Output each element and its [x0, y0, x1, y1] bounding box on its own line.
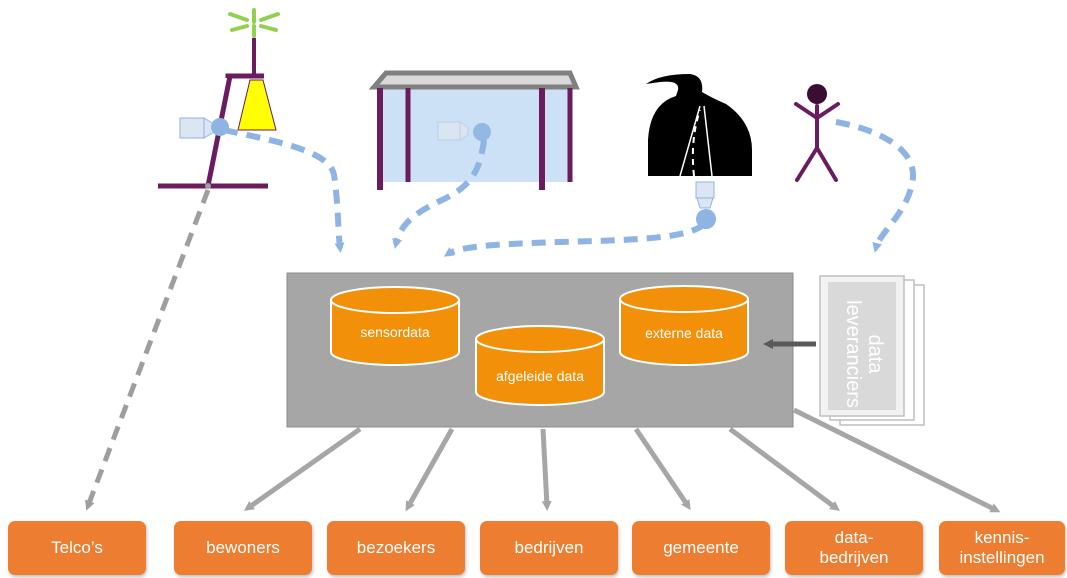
- output-arrows: [243, 407, 1001, 513]
- database-afgeleide-data: [475, 325, 605, 406]
- camera-sensor-icon: [437, 121, 491, 141]
- bus-shelter-icon: [368, 70, 580, 190]
- consumer-kennisinstellingen: kennis- instellingen: [939, 521, 1065, 575]
- road-icon: [646, 74, 752, 229]
- lamppost-icon: [158, 8, 280, 189]
- data-suppliers-stack: [819, 275, 925, 426]
- flow-arrow-person: [835, 119, 917, 253]
- flow-arrow-shelter: [392, 139, 487, 249]
- person-icon: [794, 84, 840, 182]
- arrow-to-bewoners: [243, 426, 362, 511]
- arrow-to-bezoekers: [405, 427, 455, 512]
- flow-arrow-lamppost: [223, 127, 345, 253]
- arrow-to-gemeente: [633, 427, 691, 511]
- camera-sensor-icon: [179, 117, 229, 139]
- arrow-to-bedrijven: [540, 428, 552, 511]
- telco-flow-arrow: [85, 189, 211, 511]
- consumer-bezoekers: bezoekers: [327, 521, 465, 575]
- data-suppliers-label: data leveranciers: [838, 284, 886, 424]
- arrow-to-data-bedrijven: [728, 426, 841, 511]
- data-suppliers-label-line1: data: [864, 334, 886, 374]
- flow-arrow-road: [443, 221, 707, 257]
- database-sensordata: [330, 286, 460, 366]
- sensor-flow-arrows: [223, 119, 917, 257]
- data-suppliers-label-line2: leveranciers: [842, 300, 864, 408]
- arrow-to-kennisinstellingen: [792, 407, 1001, 513]
- database-externe-data: [619, 285, 749, 366]
- consumer-bewoners: bewoners: [174, 521, 312, 575]
- antenna-icon: [228, 8, 280, 38]
- camera-sensor-icon: [695, 181, 716, 229]
- consumer-data-bedrijven: data- bedrijven: [785, 521, 923, 575]
- consumer-bedrijven: bedrijven: [480, 521, 618, 575]
- consumer-telcos: Telco’s: [8, 521, 146, 575]
- consumer-gemeente: gemeente: [632, 521, 770, 575]
